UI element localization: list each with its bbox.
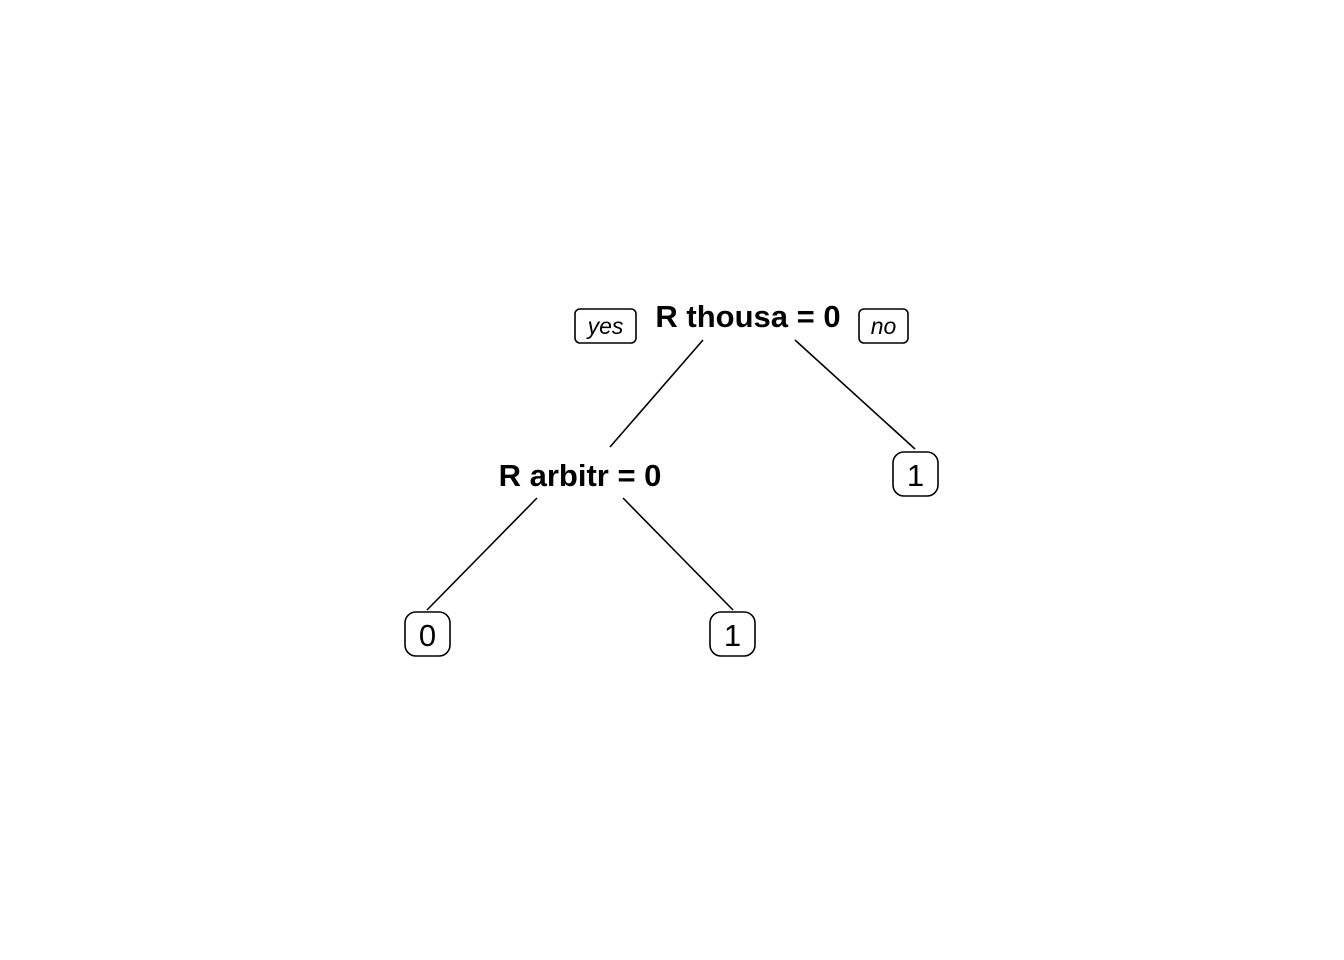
leaf-left-right: 1 bbox=[709, 611, 756, 657]
no-badge-box bbox=[858, 308, 909, 344]
left-split-label: R arbitr = 0 bbox=[499, 458, 662, 493]
edge-left-to-leaf-0 bbox=[426, 497, 538, 611]
leaf-right: 1 bbox=[892, 451, 939, 497]
leaf-right-label: 1 bbox=[907, 458, 924, 493]
no-badge-label: no bbox=[871, 313, 897, 339]
yes-badge-label: yes bbox=[586, 313, 624, 339]
edge-root-to-left bbox=[609, 339, 704, 448]
no-branch-badge: no bbox=[858, 308, 909, 344]
yes-badge-box bbox=[574, 308, 637, 344]
edge-root-to-right bbox=[794, 339, 916, 450]
root-node: R thousa = 0 bbox=[655, 299, 840, 334]
leaf-left-left: 0 bbox=[404, 611, 451, 657]
leaf-left-left-label: 0 bbox=[419, 618, 436, 653]
root-split-label: R thousa = 0 bbox=[655, 299, 840, 334]
edge-left-to-leaf-1 bbox=[622, 497, 734, 611]
left-split-node: R arbitr = 0 bbox=[499, 458, 662, 493]
leaf-left-right-box bbox=[709, 611, 756, 657]
leaf-left-left-box bbox=[404, 611, 451, 657]
leaf-right-box bbox=[892, 451, 939, 497]
yes-branch-badge: yes bbox=[574, 308, 637, 344]
leaf-left-right-label: 1 bbox=[724, 618, 741, 653]
